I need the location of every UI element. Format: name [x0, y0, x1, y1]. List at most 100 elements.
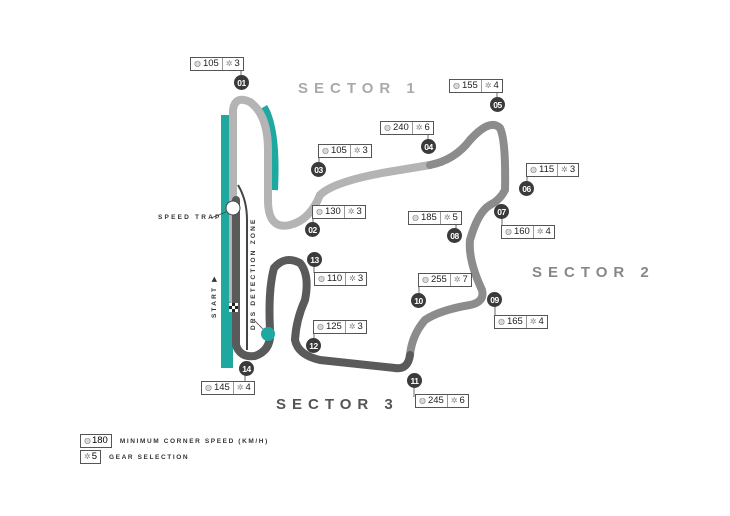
speedometer-icon: ◍	[318, 274, 325, 283]
gear: ✲4	[480, 80, 502, 92]
gear-value: 3	[357, 321, 363, 332]
gear-icon: ✲	[484, 81, 492, 90]
gear: ✲3	[557, 164, 578, 176]
gear-icon: ✲	[415, 123, 423, 132]
legend-gear-value: 5	[91, 451, 97, 462]
gear-value: 7	[462, 274, 468, 285]
corner-05-callout: ◍155 ✲4	[449, 79, 503, 93]
corner-08-callout: ◍185 ✲5	[408, 211, 462, 225]
speedometer-icon: ◍	[419, 396, 426, 405]
gear: ✲5	[439, 212, 461, 224]
min-speed: ◍160	[502, 226, 533, 238]
speedometer-icon: ◍	[322, 146, 329, 155]
min-speed: ◍115	[527, 164, 557, 176]
gear: ✲4	[232, 382, 254, 394]
speed-value: 145	[213, 382, 230, 393]
sector-3-label: SECTOR 3	[276, 396, 399, 413]
gear-value: 3	[362, 145, 368, 156]
gear-icon: ✲	[561, 165, 568, 174]
gear-icon: ✲	[348, 322, 356, 331]
gear: ✲3	[349, 145, 371, 157]
drs-detection-marker	[261, 327, 275, 341]
speed-value: 130	[324, 206, 341, 217]
legend-speed-sample: ◍180	[80, 434, 112, 448]
speedometer-icon: ◍	[317, 322, 324, 331]
start-text: START	[211, 285, 218, 318]
corner-03-callout: ◍105 ✲3	[318, 144, 372, 158]
speedometer-icon: ◍	[384, 123, 391, 132]
track-sector-2	[406, 121, 510, 359]
legend-gear-sample: ✲5	[80, 450, 101, 464]
gear-value: 3	[234, 58, 240, 69]
corner-04-callout: ◍240 ✲6	[380, 121, 434, 135]
corner-14-callout: ◍145 ✲4	[201, 381, 255, 395]
gear-value: 3	[356, 206, 362, 217]
corner-02-callout: ◍130 ✲3	[312, 205, 366, 219]
gear: ✲3	[344, 321, 366, 333]
speed-value: 245	[427, 395, 444, 406]
sector-1-label: SECTOR 1	[298, 80, 421, 97]
sector-2-label: SECTOR 2	[532, 264, 655, 281]
gear-value: 4	[493, 80, 499, 91]
corner-09-callout: ◍165 ✲4	[494, 315, 548, 329]
speed-value: 255	[430, 274, 447, 285]
min-speed: ◍105	[319, 145, 350, 157]
speed-value: 155	[461, 80, 478, 91]
speed-value: 105	[202, 58, 219, 69]
min-speed: ◍130	[313, 206, 344, 218]
track-sector-3	[232, 196, 414, 373]
speedometer-icon: ◍	[412, 213, 419, 222]
corner-11-callout: ◍245 ✲6	[415, 394, 469, 408]
gear-icon: ✲	[349, 274, 356, 283]
gear-value: 6	[424, 122, 430, 133]
min-speed: ◍110	[315, 273, 345, 285]
gear-icon: ✲	[529, 317, 537, 326]
speedometer-icon: ◍	[530, 165, 537, 174]
gear: ✲7	[449, 274, 471, 286]
speedometer-icon: ◍	[453, 81, 460, 90]
turn-07-badge: 07	[494, 204, 509, 219]
turn-11-badge: 11	[407, 373, 422, 388]
gear-value: 4	[538, 316, 544, 327]
gear-value: 6	[459, 395, 465, 406]
gear: ✲3	[345, 273, 366, 285]
min-speed: ◍125	[314, 321, 345, 333]
turn-04-badge: 04	[421, 139, 436, 154]
pit-lane	[237, 184, 248, 350]
turn-09-badge: 09	[487, 292, 502, 307]
gear-icon: ✲	[443, 213, 451, 222]
gear-value: 4	[245, 382, 251, 393]
gear: ✲4	[525, 316, 547, 328]
turn-02-badge: 02	[305, 222, 320, 237]
drs-detection-label: DRS DETECTION ZONE	[250, 217, 257, 330]
turn-13-badge: 13	[307, 252, 322, 267]
speed-value: 240	[392, 122, 409, 133]
legend-speed-value: 180	[91, 435, 108, 446]
legend-speed-text: MINIMUM CORNER SPEED (KM/H)	[119, 437, 269, 445]
corner-01-callout: ◍105 ✲3	[190, 57, 244, 71]
speed-value: 115	[538, 164, 555, 175]
gear: ✲4	[532, 226, 554, 238]
turn-05-badge: 05	[490, 97, 505, 112]
min-speed: ◍185	[409, 212, 440, 224]
gear-icon: ✲	[536, 227, 544, 236]
speed-value: 110	[326, 273, 343, 284]
min-speed: ◍105	[191, 58, 222, 70]
legend-gear-text: GEAR SELECTION	[109, 453, 190, 461]
start-label: START ▶	[211, 274, 218, 318]
gear-value: 3	[569, 164, 576, 175]
corner-13-callout: ◍110 ✲3	[314, 272, 368, 286]
gear-icon: ✲	[84, 452, 91, 461]
gear: ✲3	[221, 58, 243, 70]
speed-value: 165	[506, 316, 523, 327]
turn-01-badge: 01	[234, 75, 249, 90]
gear: ✲6	[446, 395, 468, 407]
gear-icon: ✲	[225, 59, 233, 68]
corner-10-callout: ◍255 ✲7	[418, 273, 472, 287]
min-speed: ◍240	[381, 122, 412, 134]
turn-03-badge: 03	[311, 162, 326, 177]
min-speed: ◍255	[419, 274, 450, 286]
track-sector-1	[229, 95, 434, 304]
speedometer-icon: ◍	[505, 227, 512, 236]
gear-icon: ✲	[347, 207, 355, 216]
